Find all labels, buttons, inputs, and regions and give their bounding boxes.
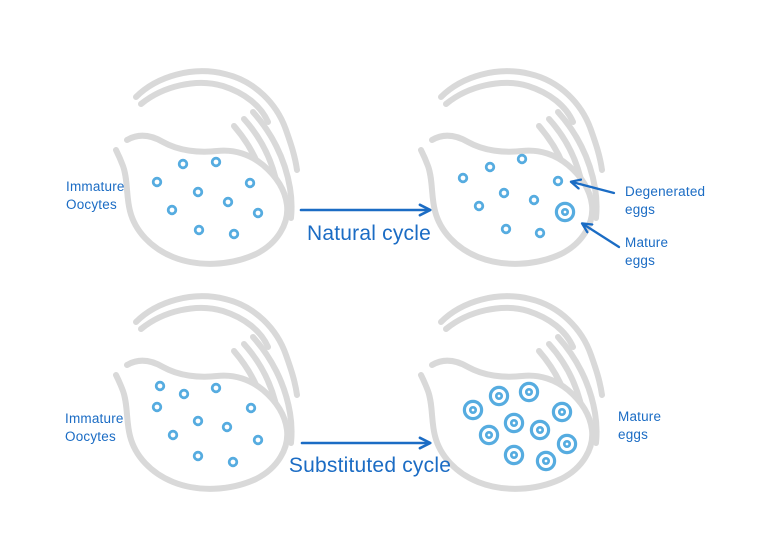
mature-egg-dot [556, 433, 578, 455]
mature-egg-dot [478, 424, 500, 446]
mature-egg-dot [503, 412, 525, 434]
mature-egg-dot [462, 399, 484, 421]
immature-oocyte-dot [210, 156, 222, 168]
immature-oocyte-dot [151, 401, 163, 413]
immature-oocyte-dot [177, 158, 189, 170]
mature-egg-dot [503, 444, 525, 466]
immature-oocyte-dot [252, 207, 264, 219]
egg-layer [151, 156, 264, 240]
immature-oocyte-dot [227, 456, 239, 468]
mature-egg-dot [518, 381, 540, 403]
immature-oocyte-dot [222, 196, 234, 208]
immature-oocyte-dot [552, 175, 564, 187]
mature-egg-dot [529, 419, 551, 441]
mature-egg-dot [551, 401, 573, 423]
egg-layer [151, 380, 264, 468]
immature-oocyte-dot [245, 402, 257, 414]
immature-oocyte-dot [228, 228, 240, 240]
immature-oocyte-dot [457, 172, 469, 184]
immature-oocyte-dot [244, 177, 256, 189]
immature-oocyte-dot [193, 224, 205, 236]
ovary-substituted-after [410, 285, 620, 505]
mature-egg-dot [488, 385, 510, 407]
egg-layer [457, 153, 576, 239]
immature-oocyte-dot [154, 380, 166, 392]
ovary-natural-before [105, 60, 315, 280]
immature-oocyte-dot [252, 434, 264, 446]
degenerated-eggs-label: Degenerated eggs [625, 184, 706, 217]
immature-oocyte-dot [192, 186, 204, 198]
immature-oocyte-dot [167, 429, 179, 441]
immature-oocyte-dot [166, 204, 178, 216]
immature-oocytes-label-substituted: Immature Oocytes [65, 411, 124, 444]
egg-layer [462, 381, 578, 472]
immature-oocyte-dot [484, 161, 496, 173]
immature-oocyte-dot [178, 388, 190, 400]
immature-oocyte-dot [210, 382, 222, 394]
immature-oocyte-dot [534, 227, 546, 239]
immature-oocyte-dot [516, 153, 528, 165]
ovary-substituted-before [105, 285, 315, 505]
mature-eggs-label-substituted: Mature eggs [618, 409, 662, 442]
mature-egg-dot [535, 450, 557, 472]
immature-oocyte-dot [192, 450, 204, 462]
mature-egg-dot [554, 201, 576, 223]
immature-oocyte-dot [192, 415, 204, 427]
immature-oocytes-label-natural: Immature Oocytes [66, 179, 125, 212]
mature-eggs-label-natural: Mature eggs [625, 235, 669, 268]
natural-cycle-label: Natural cycle [307, 222, 431, 245]
immature-oocyte-dot [473, 200, 485, 212]
immature-oocyte-dot [500, 223, 512, 235]
immature-oocyte-dot [221, 421, 233, 433]
substituted-cycle-label: Substituted cycle [288, 454, 452, 477]
immature-oocyte-dot [498, 187, 510, 199]
immature-oocyte-dot [151, 176, 163, 188]
ovary-natural-after [410, 60, 620, 280]
immature-oocyte-dot [528, 194, 540, 206]
